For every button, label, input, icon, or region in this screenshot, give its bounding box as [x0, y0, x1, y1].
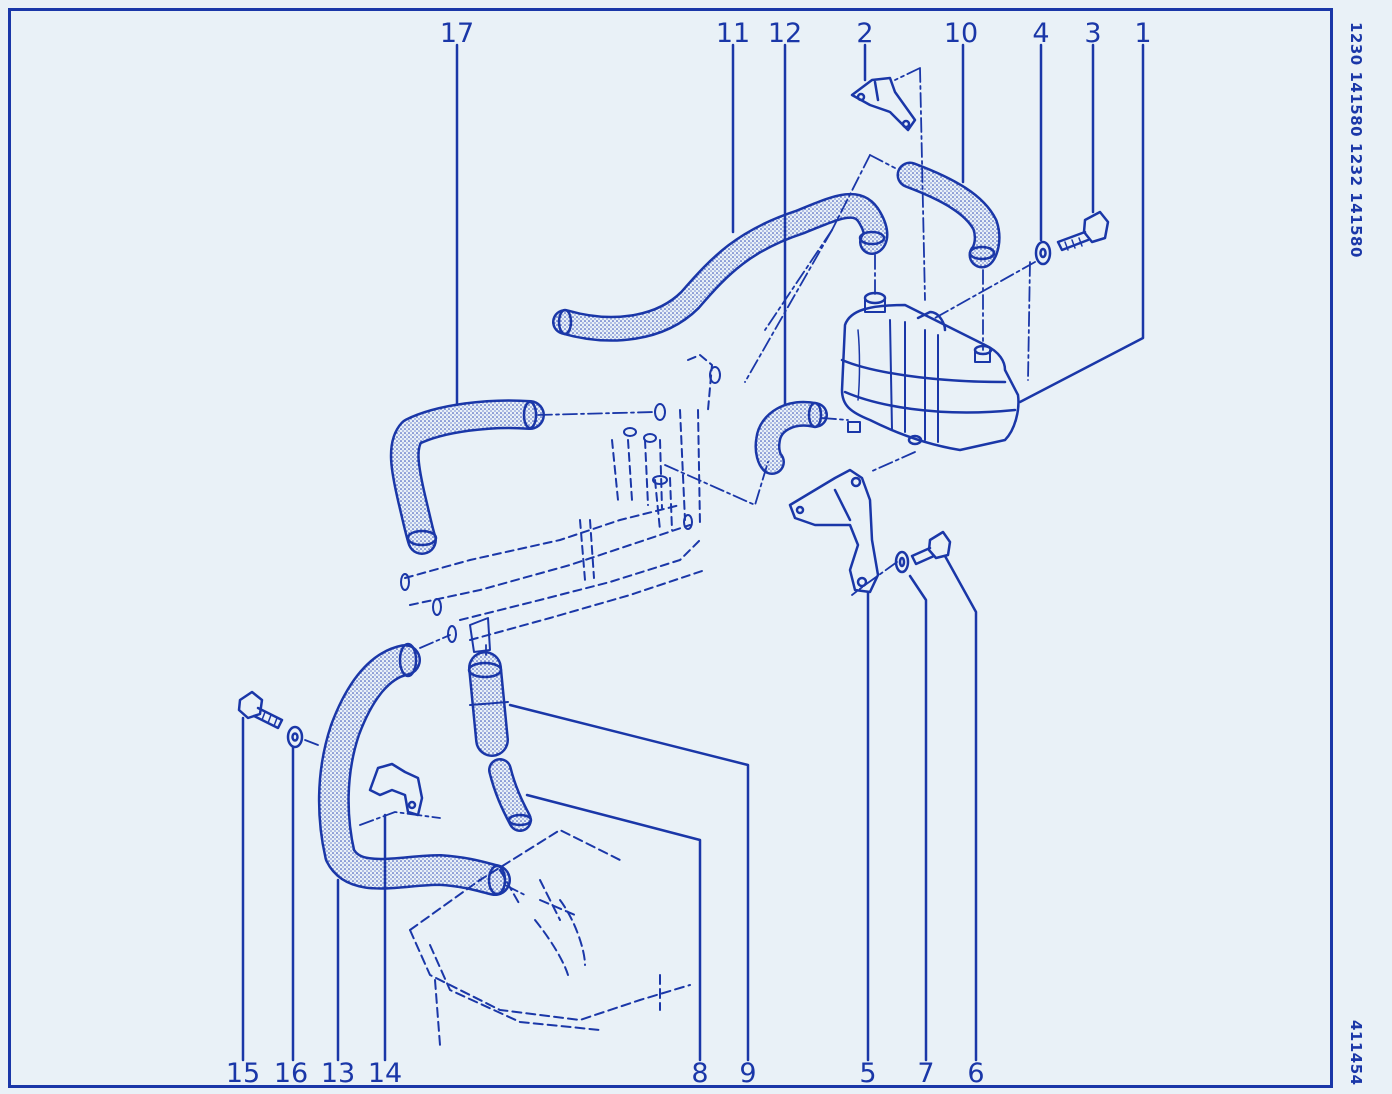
hose-10: [896, 161, 1001, 269]
clamp-2: [850, 76, 917, 132]
bolt-3: [1056, 210, 1110, 252]
expansion-tank: [840, 291, 1020, 452]
clamp-14: [368, 762, 424, 817]
callout-12: 12: [768, 18, 802, 49]
callout-2: 2: [856, 18, 873, 49]
callout-1: 1: [1134, 18, 1151, 49]
bolt-6: [910, 530, 952, 566]
hose-11: [552, 192, 889, 342]
hose-end-rims: [398, 230, 996, 896]
drawing-frame: [8, 8, 1333, 1088]
assembly-lines: [304, 67, 1036, 896]
engine-outline: [409, 829, 691, 1046]
callout-17: 17: [440, 18, 474, 49]
callout-10: 10: [944, 18, 978, 49]
callout-4: 4: [1032, 18, 1049, 49]
hose-8: [488, 758, 532, 832]
reference-code-top: 1230 141580 1232 141580: [1347, 22, 1365, 258]
callout-9: 9: [739, 1058, 756, 1089]
bolt-15: [237, 690, 284, 730]
hose-17: [389, 399, 545, 555]
reference-code-bottom: 411454: [1347, 1020, 1365, 1086]
leader-lines: [241, 43, 1145, 1062]
washer-4: [1034, 240, 1052, 266]
callout-5: 5: [859, 1058, 876, 1089]
callout-3: 3: [1084, 18, 1101, 49]
heater-pipe-assembly: [404, 354, 713, 641]
callout-11: 11: [716, 18, 750, 49]
callout-15: 15: [226, 1058, 260, 1089]
hose-12: [754, 400, 828, 475]
callout-14: 14: [368, 1058, 402, 1089]
hose-9: [468, 651, 509, 757]
callout-8: 8: [691, 1058, 708, 1089]
callout-7: 7: [917, 1058, 934, 1089]
callout-16: 16: [274, 1058, 308, 1089]
callout-13: 13: [321, 1058, 355, 1089]
callout-6: 6: [967, 1058, 984, 1089]
washer-16: [286, 725, 304, 749]
pipe-stubs: [400, 366, 721, 653]
bracket-5: [788, 468, 880, 594]
hose-13: [317, 644, 511, 896]
